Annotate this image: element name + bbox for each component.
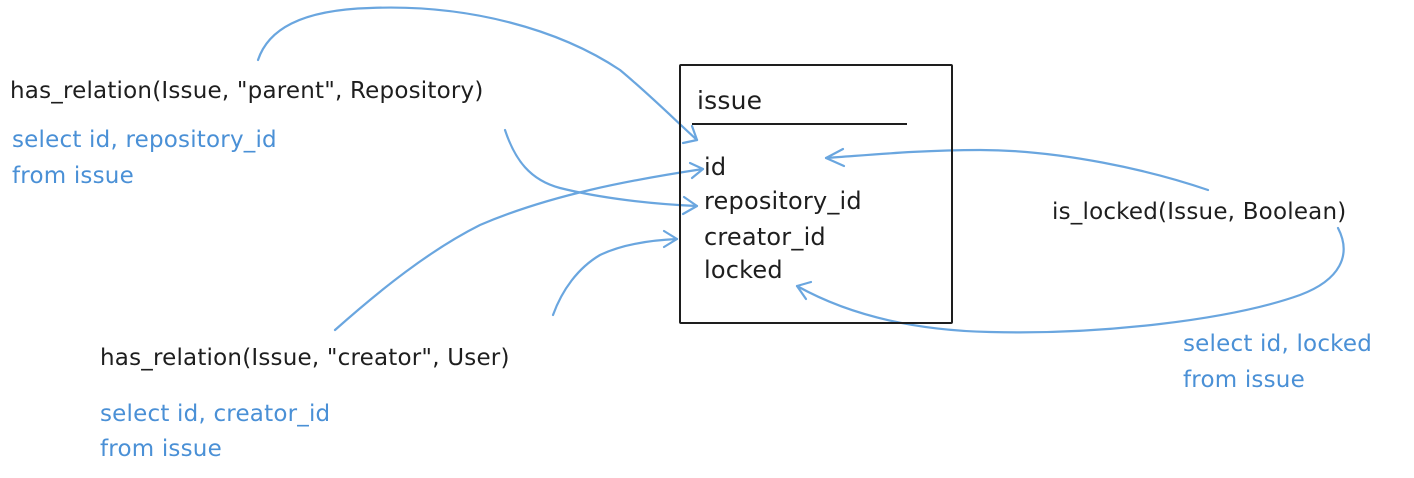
arrow-locked-to-id <box>824 148 1210 192</box>
locked-relation-sql-line1: select id, locked <box>1183 331 1373 357</box>
arrowhead-parent-to-repository-id <box>681 195 699 216</box>
parent-relation-sql-line2: from issue <box>12 163 134 189</box>
parent-relation-signature: has_relation(Issue, "parent", Repository… <box>10 78 484 104</box>
parent-relation-sql-line1: select id, repository_id <box>12 127 277 153</box>
arrowhead-creator-to-id <box>688 161 705 180</box>
table-title: issue <box>697 86 763 115</box>
creator-relation-sql-line2: from issue <box>100 436 222 462</box>
arrow-parent-to-id <box>256 6 699 142</box>
column-id: id <box>704 153 727 181</box>
locked-relation-signature: is_locked(Issue, Boolean) <box>1052 199 1347 225</box>
arrowhead-creator-to-creator-id <box>662 229 679 249</box>
table-header-divider <box>692 123 907 125</box>
locked-relation-sql-line2: from issue <box>1183 367 1305 393</box>
arrow-creator-to-id <box>333 167 705 332</box>
arrow-locked-to-locked <box>795 226 1345 334</box>
arrow-creator-to-creator-id <box>551 237 679 317</box>
arrowhead-locked-to-locked <box>795 280 813 301</box>
issue-table-box <box>679 64 953 324</box>
arrow-parent-to-repository-id <box>503 128 699 208</box>
creator-relation-signature: has_relation(Issue, "creator", User) <box>100 345 510 371</box>
column-repository-id: repository_id <box>704 187 862 215</box>
creator-relation-sql-line1: select id, creator_id <box>100 401 331 427</box>
column-locked: locked <box>704 256 783 284</box>
arrowhead-parent-to-id <box>681 124 699 145</box>
column-creator-id: creator_id <box>704 223 826 251</box>
arrowhead-locked-to-id <box>824 147 846 168</box>
